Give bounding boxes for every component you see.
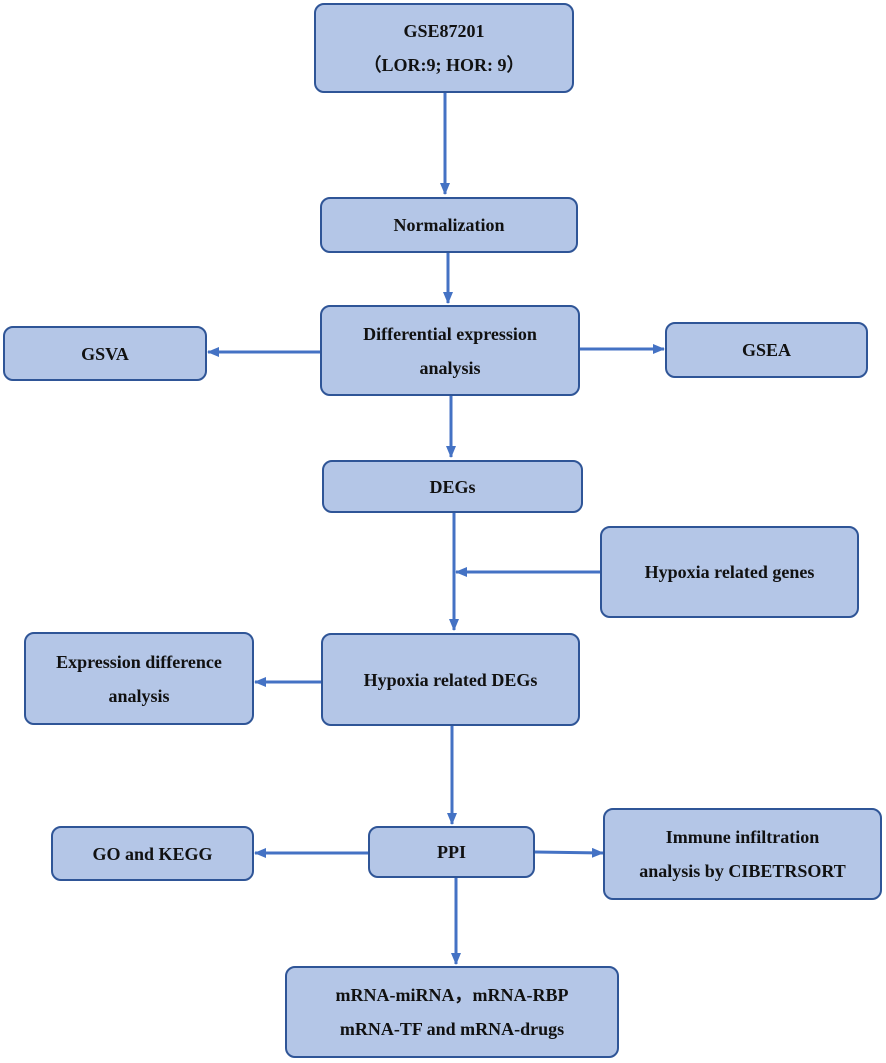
hypoxia-related-genes-label: Hypoxia related genes <box>644 562 815 582</box>
expression-difference-line1: Expression difference <box>56 651 222 672</box>
ppi-label: PPI <box>437 842 466 862</box>
differential-expression-line2: analysis <box>419 357 481 378</box>
expression-difference-box: Expression difference analysis <box>24 632 254 725</box>
arrow-ppi-to-immune <box>534 847 604 858</box>
gsea-label: GSEA <box>741 340 792 360</box>
differential-expression-line1: Differential expression <box>363 323 537 344</box>
gse87201-title: GSE87201 <box>403 21 485 41</box>
differential-expression-box: Differential expression analysis <box>320 305 580 396</box>
immune-infiltration-line2: analysis by CIBETRSORT <box>639 861 846 881</box>
mrna-networks-box: mRNA-miRNA，mRNA-RBP mRNA-TF and mRNA-dru… <box>285 966 619 1058</box>
gse87201-box: GSE87201 （LOR:9; HOR: 9） <box>314 3 574 93</box>
hypoxia-related-degs-label: Hypoxia related DEGs <box>363 669 538 690</box>
gsea-box: GSEA <box>665 322 868 378</box>
normalization-label: Normalization <box>393 215 505 235</box>
hypoxia-related-genes-box: Hypoxia related genes <box>600 526 859 618</box>
mrna-networks-line2: mRNA-TF and mRNA-drugs <box>339 1019 565 1039</box>
normalization-box: Normalization <box>320 197 578 253</box>
go-kegg-label: GO and KEGG <box>92 843 213 864</box>
gsva-label: GSVA <box>81 343 129 364</box>
immune-infiltration-box: Immune infiltration analysis by CIBETRSO… <box>603 808 882 900</box>
gse87201-groups: （LOR:9; HOR: 9） <box>363 55 525 75</box>
ppi-box: PPI <box>368 826 535 878</box>
immune-infiltration-line1: Immune infiltration <box>665 827 820 847</box>
degs-label: DEGs <box>429 476 476 497</box>
hypoxia-related-degs-box: Hypoxia related DEGs <box>321 633 580 726</box>
expression-difference-line2: analysis <box>108 685 170 706</box>
gsva-box: GSVA <box>3 326 207 381</box>
degs-box: DEGs <box>322 460 583 513</box>
go-kegg-box: GO and KEGG <box>51 826 254 881</box>
mrna-networks-line1: mRNA-miRNA，mRNA-RBP <box>335 985 569 1005</box>
